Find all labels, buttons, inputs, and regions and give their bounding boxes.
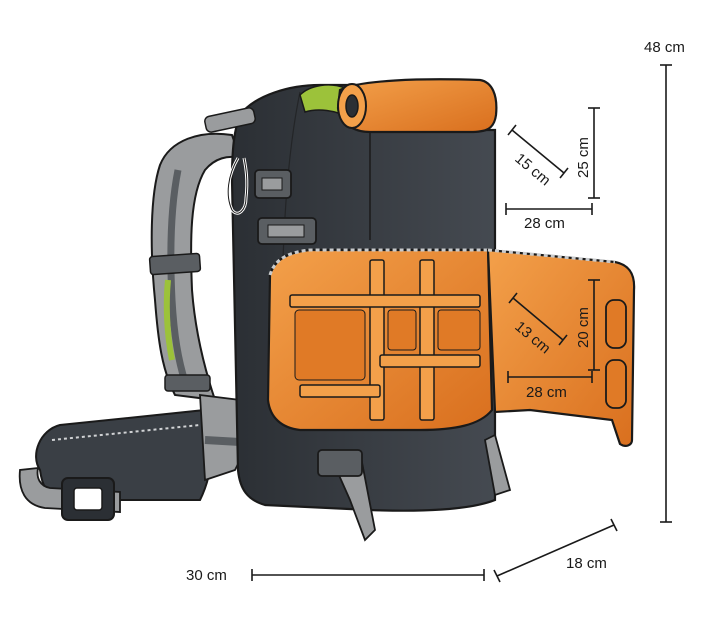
compartment-lid (486, 248, 636, 447)
top-compartment-width-label: 28 cm (524, 215, 565, 232)
height-label: 48 cm (644, 39, 685, 56)
side-buckle-icon (254, 169, 317, 245)
camera-compartment-width-label: 28 cm (526, 384, 567, 401)
top-compartment-depth-label: 15 cm (511, 150, 553, 189)
top-compartment-height-label: 25 cm (575, 137, 592, 178)
roll-top (336, 78, 498, 134)
hip-belt-buckle-icon (61, 477, 115, 521)
width-label: 30 cm (186, 567, 227, 584)
backpack-illustration (18, 78, 636, 542)
depth-label: 18 cm (566, 555, 607, 572)
dimension-labels: 48 cm 30 cm 18 cm 25 cm 15 cm 28 cm 20 c… (186, 39, 685, 584)
camera-compartment-height-label: 20 cm (575, 307, 592, 348)
dimension-lines (251, 64, 672, 583)
